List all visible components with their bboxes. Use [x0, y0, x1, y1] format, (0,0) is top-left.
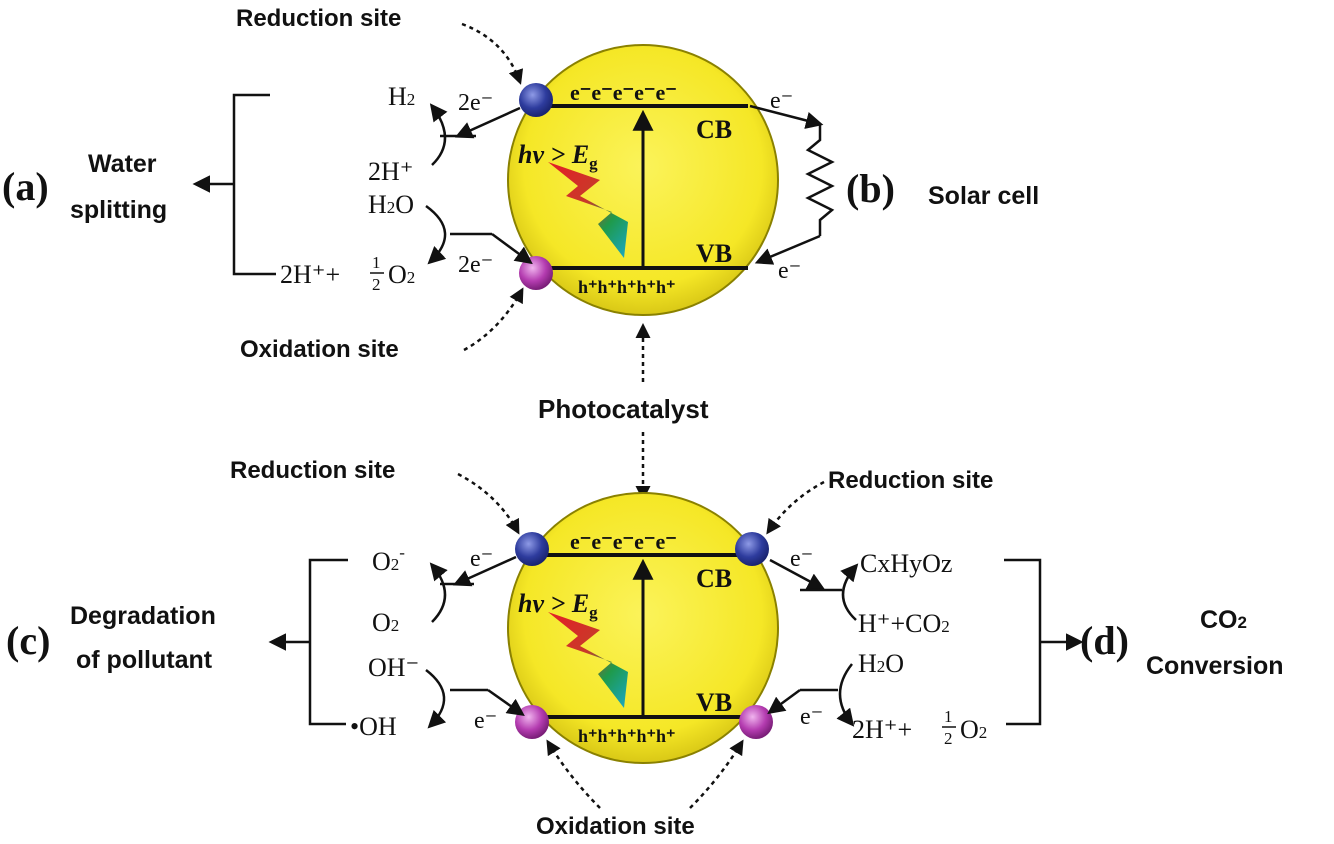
top-photon-energy: hv > Eg	[518, 140, 598, 173]
label-b: (b)	[846, 166, 895, 211]
bottom-o2-suffix: O2	[960, 715, 987, 744]
bottom-left-reduction-arrow	[452, 555, 517, 587]
label-c: (c)	[6, 618, 50, 663]
co2-label-line1: CO2	[1200, 606, 1247, 634]
co2-conversion-bracket	[1004, 558, 1042, 726]
bottom-left-e-bottom: e⁻	[474, 708, 497, 734]
bottom-right-h2o-reactant: H2O	[858, 649, 904, 678]
top-half-denominator: 2	[372, 275, 381, 294]
top-photocatalyst-particle: e⁻e⁻e⁻e⁻e⁻ h⁺h⁺h⁺h⁺h⁺ CB VB hv > Eg	[507, 44, 779, 316]
top-oxidation-arrow	[491, 232, 533, 265]
top-oxidation-site-label: Oxidation site	[240, 336, 399, 363]
bottom-half-denominator: 2	[944, 729, 953, 748]
bottom-reduction-site-left-pointer	[457, 472, 520, 535]
bottom-left-oxidation-arrow	[487, 688, 525, 717]
top-reduction-site-pointer	[461, 22, 524, 85]
hydroxide-ion: OH⁻	[368, 653, 419, 682]
top-cb-label: CB	[696, 115, 732, 144]
reduction-site-sphere-icon	[735, 532, 769, 566]
bottom-right-e-bottom: e⁻	[800, 704, 823, 730]
bottom-right-e-top: e⁻	[790, 546, 813, 572]
hydroxide-to-radical-curve	[425, 669, 447, 729]
hydroxyl-radical: •OH	[350, 712, 397, 741]
degradation-line2: of pollutant	[76, 646, 213, 674]
bottom-oxidation-site-right-pointer	[689, 739, 744, 809]
water-splitting-bracket	[232, 93, 276, 276]
top-h2-product: H2	[388, 82, 415, 111]
co2-to-product-curve	[840, 563, 859, 621]
bottom-reduction-site-left-label: Reduction site	[230, 457, 395, 484]
bottom-half-numerator: 1	[944, 707, 953, 726]
label-a: (a)	[2, 164, 49, 209]
top-2e-oxidation: 2e⁻	[458, 252, 493, 278]
top-o2-products: 2H⁺+	[280, 260, 340, 289]
o2-to-superoxide-curve	[429, 562, 448, 623]
bottom-cb-label: CB	[696, 564, 732, 593]
top-h-to-h2-curve	[429, 103, 448, 166]
solar-cell-e-top: e⁻	[770, 88, 793, 114]
bottom-o2-products: 2H⁺+	[852, 715, 912, 744]
top-holes: h⁺h⁺h⁺h⁺h⁺	[578, 277, 676, 297]
resistor-zigzag-icon	[805, 124, 835, 236]
top-half-numerator: 1	[372, 253, 381, 272]
h-plus-co2-reactant: H⁺+CO2	[858, 609, 950, 638]
top-h2o-to-o2-curve	[425, 204, 447, 265]
photocatalyst-label: Photocatalyst	[538, 394, 709, 424]
reduction-site-sphere-icon	[515, 532, 549, 566]
reduction-site-sphere-icon	[519, 83, 553, 117]
bottom-oxidation-site-label: Oxidation site	[536, 813, 695, 840]
superoxide-radical: O2-	[372, 543, 405, 576]
solar-cell-label: Solar cell	[928, 182, 1039, 210]
water-splitting-line2: splitting	[70, 196, 167, 224]
top-o2-suffix: O2	[388, 260, 415, 289]
top-2h-plus: 2H⁺	[368, 157, 414, 186]
lightning-bolt-icon	[548, 162, 628, 258]
bottom-oxidation-site-left-pointer	[546, 739, 601, 809]
top-oxidation-site-pointer	[463, 287, 524, 352]
bottom-electrons: e⁻e⁻e⁻e⁻e⁻	[570, 529, 677, 554]
top-h2o-reactant: H2O	[368, 190, 414, 219]
label-d: (d)	[1080, 618, 1129, 663]
bottom-vb-label: VB	[696, 688, 732, 717]
solar-cell-e-bottom: e⁻	[778, 258, 801, 284]
top-electrons: e⁻e⁻e⁻e⁻e⁻	[570, 80, 677, 105]
bottom-reduction-site-right-pointer	[766, 480, 825, 535]
bottom-left-e-top: e⁻	[470, 546, 493, 572]
top-reduction-arrow	[454, 106, 521, 139]
water-splitting-line1: Water	[88, 150, 157, 178]
bottom-right-oxidation-arrow	[767, 688, 801, 715]
cxhyoz-product: CxHyOz	[860, 549, 952, 578]
top-2e-reduction: 2e⁻	[458, 90, 493, 116]
h2o-to-o2-curve	[836, 663, 855, 727]
bottom-right-reduction-arrow	[769, 558, 826, 590]
degradation-line1: Degradation	[70, 602, 216, 630]
bottom-photocatalyst-particle: e⁻e⁻e⁻e⁻e⁻ h⁺h⁺h⁺h⁺h⁺ CB VB hv > Eg	[507, 492, 779, 764]
oxidation-site-sphere-icon	[519, 256, 553, 290]
oxidation-site-sphere-icon	[739, 705, 773, 739]
lightning-bolt-icon	[548, 612, 628, 708]
solar-cell-bottom-wire	[754, 234, 821, 265]
bottom-reduction-site-right-label: Reduction site	[828, 467, 993, 494]
co2-label-line2: Conversion	[1146, 652, 1284, 680]
oxidation-site-sphere-icon	[515, 705, 549, 739]
top-reduction-site-label: Reduction site	[236, 5, 401, 32]
bottom-holes: h⁺h⁺h⁺h⁺h⁺	[578, 726, 676, 746]
oxygen-reactant: O2	[372, 608, 399, 637]
top-vb-label: VB	[696, 239, 732, 268]
degradation-bracket	[308, 558, 348, 726]
bottom-photon-energy: hv > Eg	[518, 589, 598, 622]
solar-cell-top-wire	[749, 104, 824, 129]
